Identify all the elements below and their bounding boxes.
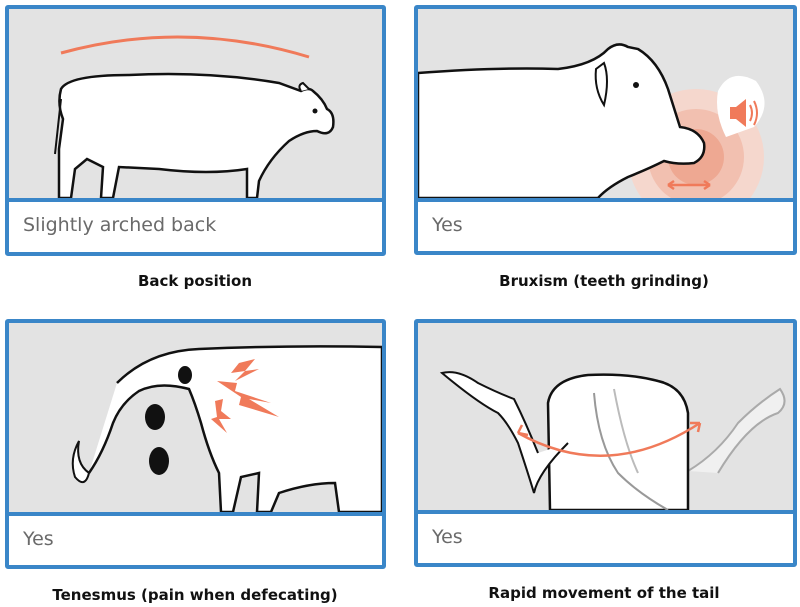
cow-arched-back-illustration [9, 9, 382, 198]
cow-tenesmus-illustration [9, 323, 382, 512]
speaker-icon [717, 75, 765, 137]
card-tail-movement[interactable]: Yes [414, 319, 797, 567]
answer-text: Yes [23, 527, 54, 550]
answer-text: Yes [432, 525, 463, 548]
arched-back-line-icon [60, 35, 310, 59]
pain-lightning-icon [211, 359, 279, 433]
card-tenesmus[interactable]: Yes [5, 319, 386, 569]
caption-bruxism: Bruxism (teeth grinding) [499, 272, 709, 290]
double-arrow-icon [517, 421, 701, 457]
caption-tail-movement: Rapid movement of the tail [488, 584, 720, 602]
caption-tenesmus: Tenesmus (pain when defecating) [52, 586, 338, 604]
answer-text: Yes [432, 213, 463, 236]
answer-text: Slightly arched back [23, 214, 217, 236]
caption-back-position: Back position [137, 272, 253, 290]
cow-tail-movement-illustration [418, 323, 793, 510]
card-back-position[interactable]: Slightly arched back [5, 5, 386, 256]
card-bruxism[interactable]: Yes [414, 5, 797, 255]
cow-bruxism-illustration [418, 9, 793, 198]
